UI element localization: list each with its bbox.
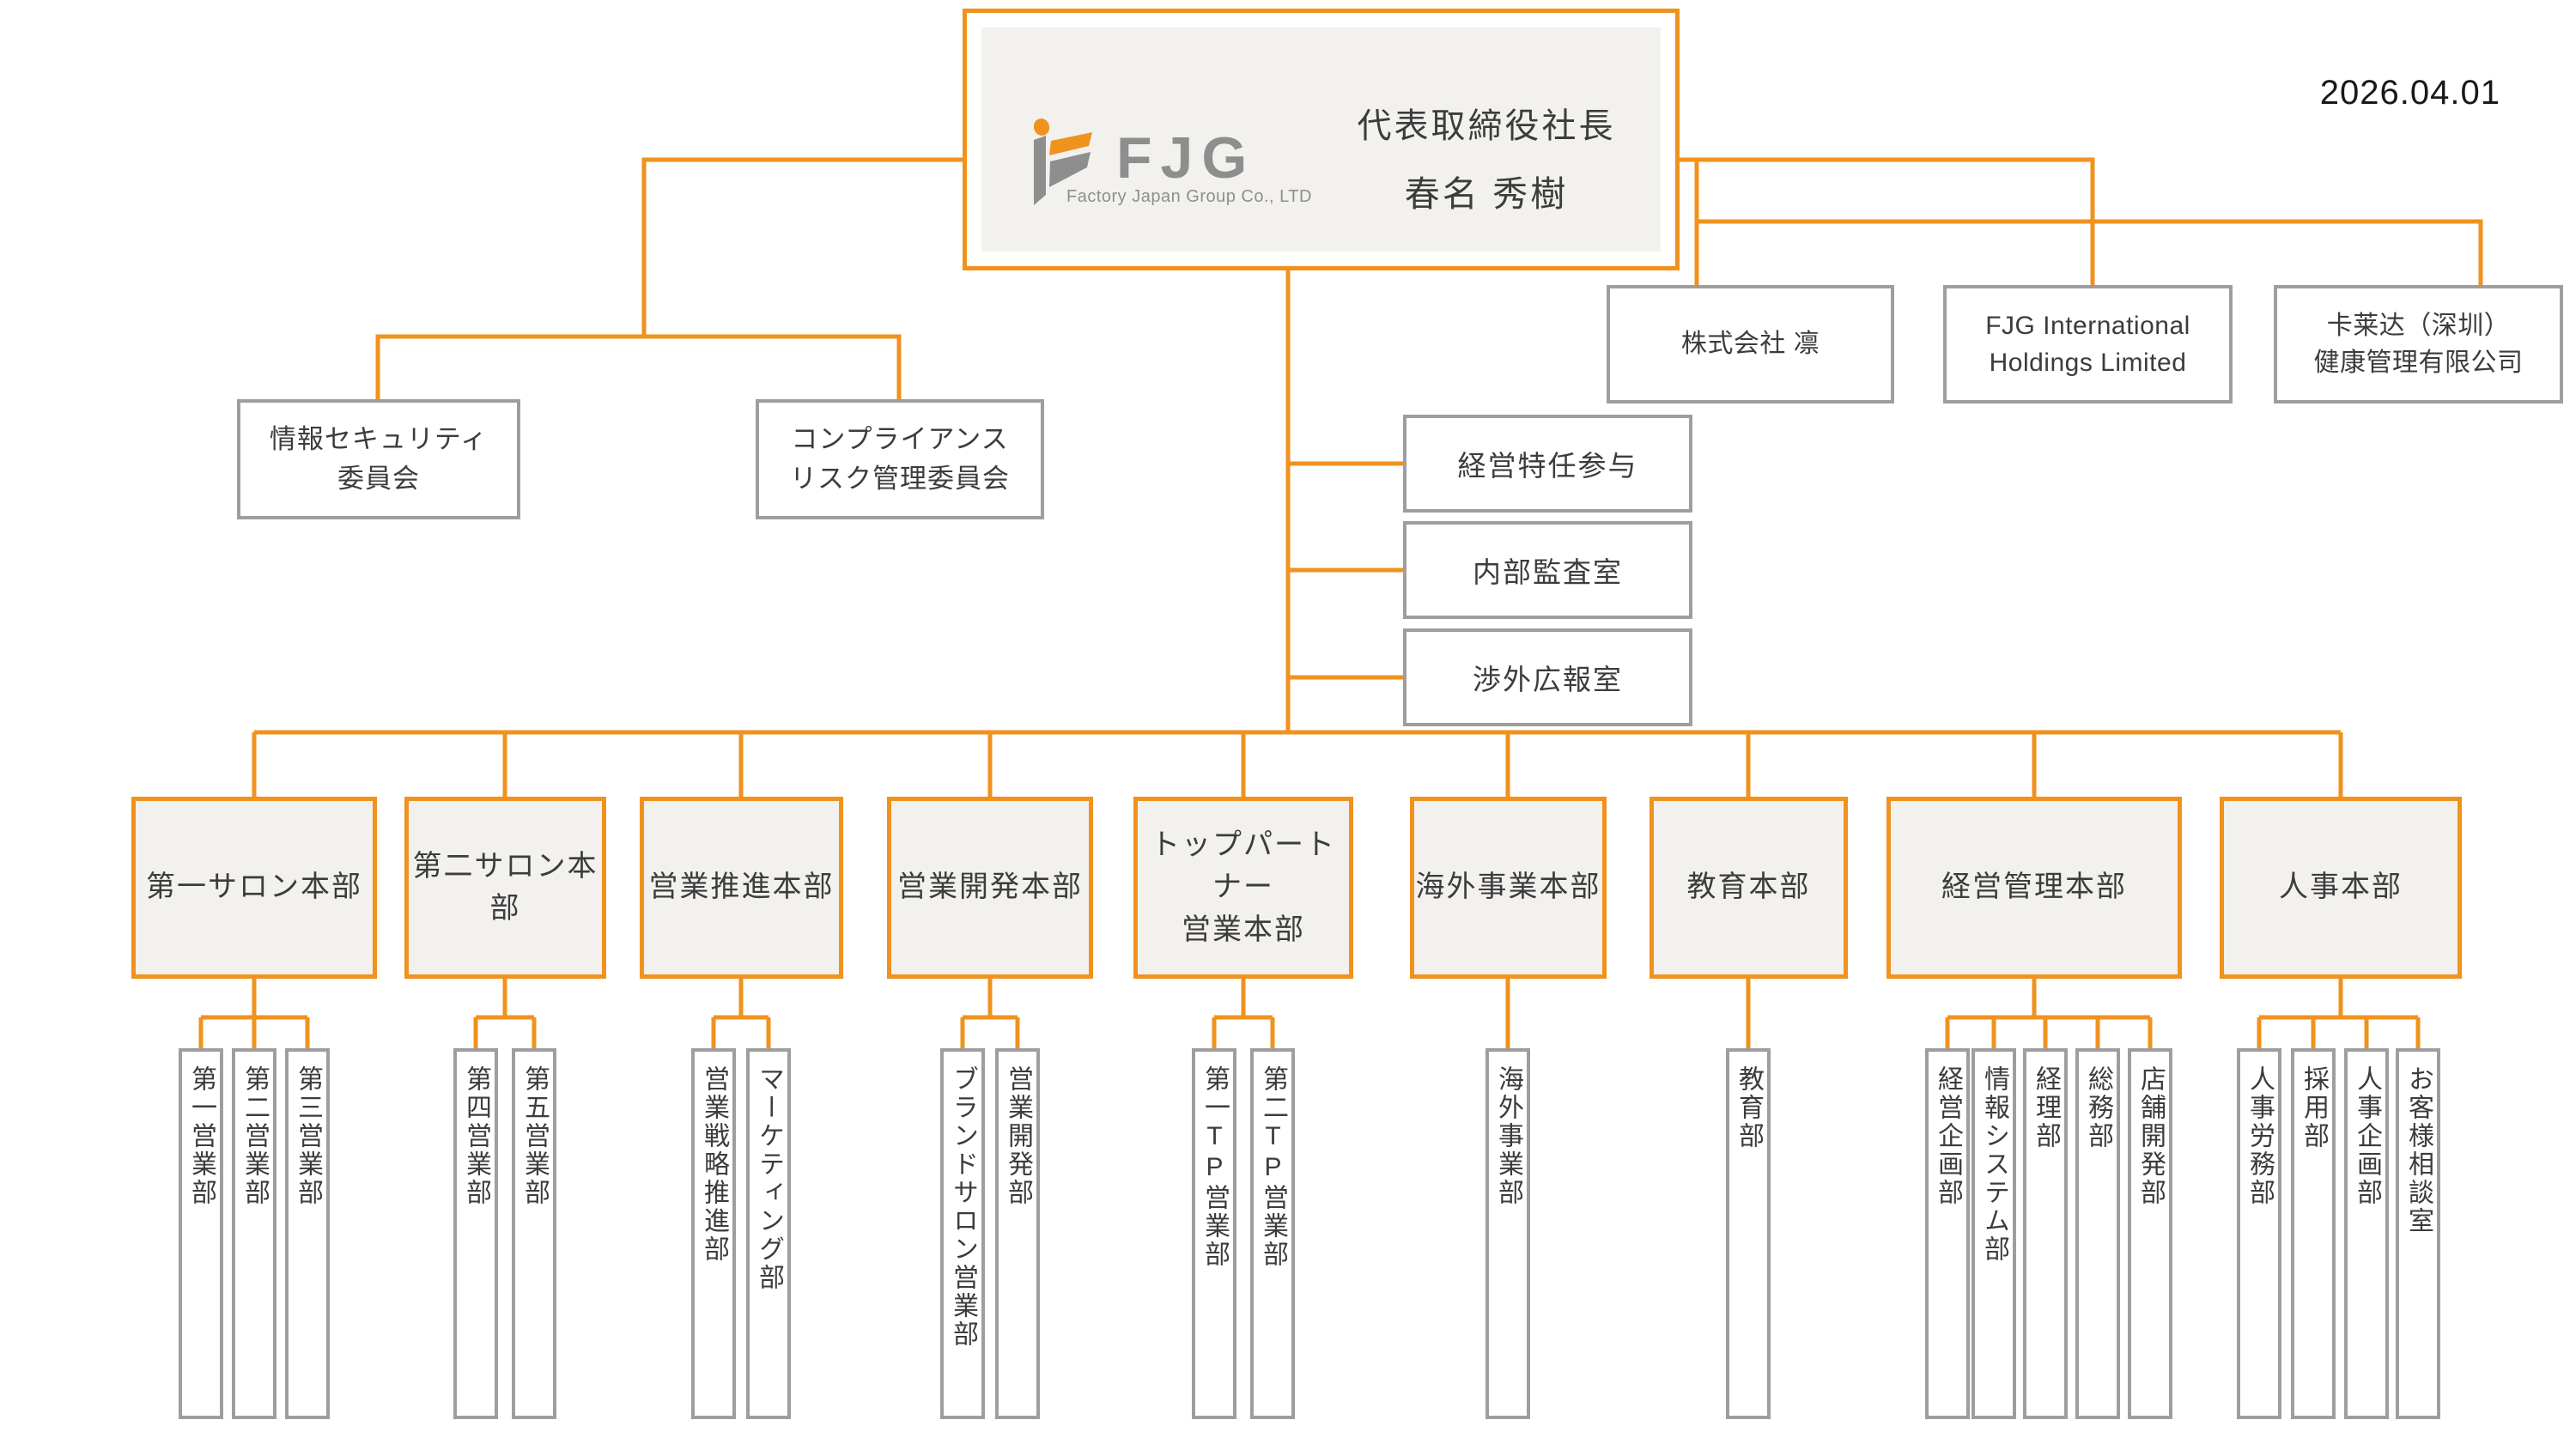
staff-office-box: 経営特任参与: [1403, 415, 1692, 513]
department-box: お客様相談室: [2396, 1048, 2440, 1419]
subsidiary-connectors: [1680, 157, 2483, 285]
root-name: 春名 秀樹: [1404, 174, 1569, 214]
division-label-line: 営業本部: [1182, 913, 1305, 946]
department-box: 人事労務部: [2237, 1048, 2281, 1419]
department-box: 営業開発部: [995, 1048, 1040, 1419]
department-box: 総務部: [2075, 1048, 2120, 1419]
root-title: 代表取締役社長: [1357, 107, 1616, 145]
committee-connectors: [375, 157, 963, 399]
department-box: 採用部: [2291, 1048, 2336, 1419]
subsidiary-label-line: 卡莱达（深圳）: [2326, 311, 2511, 340]
department-box: 第五営業部: [512, 1048, 556, 1419]
department-box: 第四営業部: [453, 1048, 498, 1419]
staff-office-box: 渉外広報室: [1403, 628, 1692, 726]
division-box: 人事本部: [2220, 797, 2462, 979]
department-box: マーケティング部: [746, 1048, 791, 1419]
department-box: ブランドサロン営業部: [940, 1048, 985, 1419]
committee-box: コンプライアンス リスク管理委員会: [756, 399, 1044, 519]
division-box: 第一サロン本部: [131, 797, 377, 979]
department-box: 情報システム部: [1971, 1048, 2016, 1419]
division-box: 営業推進本部: [640, 797, 843, 979]
subsidiary-box: FJG International Holdings Limited: [1943, 285, 2233, 404]
committee-label-line: リスク管理委員会: [790, 464, 1010, 494]
department-box: 第二営業部: [232, 1048, 276, 1419]
committee-label-line: 情報セキュリティ: [269, 423, 489, 454]
division-label-line: トップパートナー: [1151, 828, 1336, 904]
department-box: 第三営業部: [285, 1048, 330, 1419]
division-box: 営業開発本部: [887, 797, 1093, 979]
department-box: 経理部: [2023, 1048, 2068, 1419]
subsidiary-box: 株式会社 凛: [1607, 285, 1894, 404]
department-box: 店舗開発部: [2128, 1048, 2172, 1419]
logo-company-name: Factory Japan Group Co., LTD: [1066, 187, 1312, 206]
company-logo-icon: [1033, 118, 1092, 205]
division-box: 第二サロン本部: [404, 797, 606, 979]
committee-label-line: コンプライアンス: [791, 423, 1009, 454]
staff-office-box: 内部監査室: [1403, 521, 1692, 619]
trunk-and-staff-connectors: [254, 270, 2341, 735]
logo-abbr: FJG: [1116, 125, 1256, 191]
department-box: 教育部: [1726, 1048, 1771, 1419]
subsidiary-label-line: 株式会社 凛: [1680, 330, 1820, 359]
department-box: 第一営業部: [179, 1048, 223, 1419]
root-box-panel: [981, 27, 1661, 252]
committee-label-line: 委員会: [337, 464, 420, 494]
division-box: トップパートナー 営業本部: [1133, 797, 1353, 979]
department-box: 海外事業部: [1485, 1048, 1530, 1419]
department-box: 営業戦略推進部: [691, 1048, 736, 1419]
subsidiary-label-line: Holdings Limited: [1989, 349, 2187, 377]
department-box: 第二TP営業部: [1250, 1048, 1295, 1419]
subsidiary-label-line: 健康管理有限公司: [2313, 349, 2524, 377]
division-box: 海外事業本部: [1410, 797, 1607, 979]
date-label: 2026.04.01: [2319, 74, 2500, 112]
committee-box: 情報セキュリティ 委員会: [237, 399, 520, 519]
division-box: 経営管理本部: [1886, 797, 2182, 979]
subsidiary-box: 卡莱达（深圳） 健康管理有限公司: [2274, 285, 2563, 404]
department-box: 経営企画部: [1925, 1048, 1970, 1419]
subsidiary-label-line: FJG International: [1985, 311, 2190, 340]
department-connectors: [198, 979, 2421, 1048]
division-box: 教育本部: [1649, 797, 1848, 979]
department-box: 人事企画部: [2344, 1048, 2389, 1419]
department-box: 第一TP営業部: [1192, 1048, 1236, 1419]
division-drop-connectors: [252, 732, 2343, 797]
